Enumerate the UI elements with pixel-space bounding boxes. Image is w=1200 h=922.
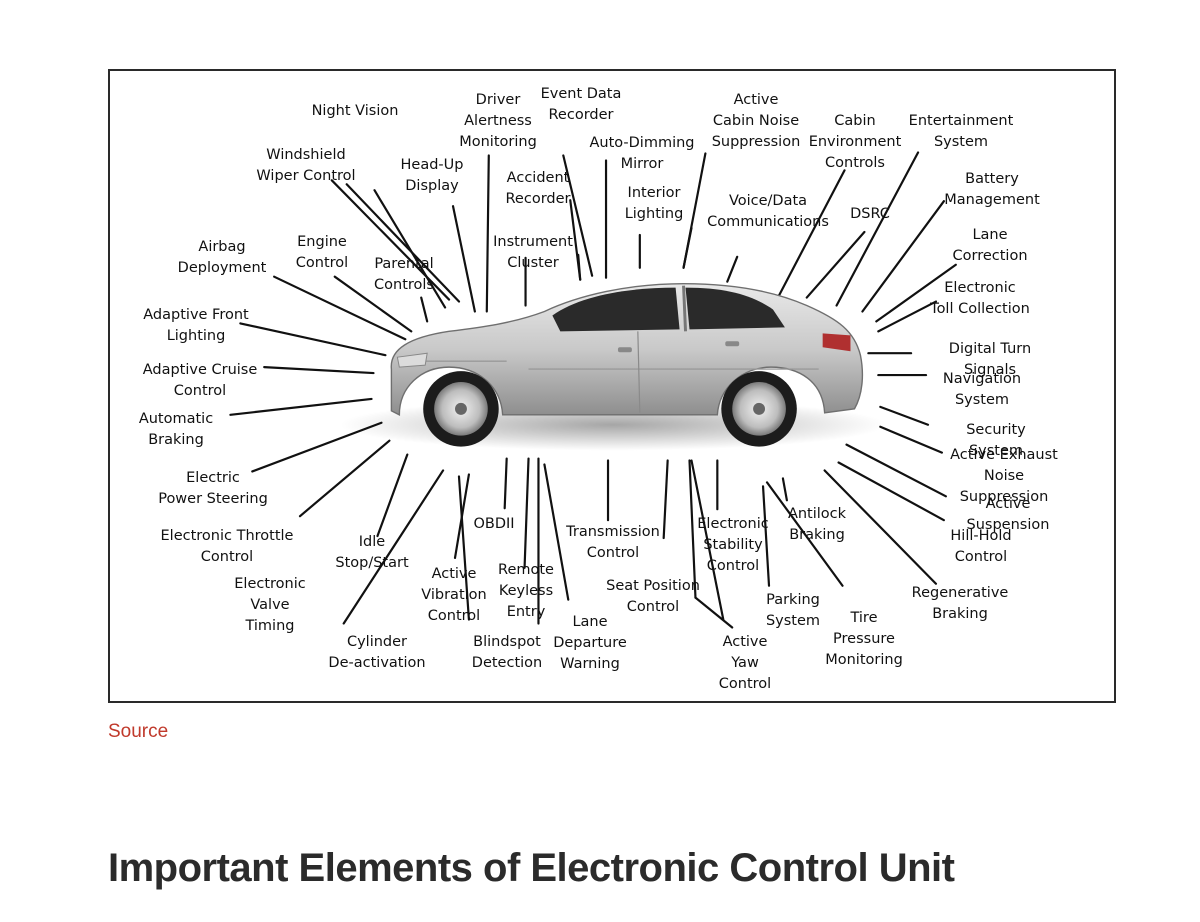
label-active-vibration-control: Active Vibration Control [421, 566, 487, 624]
car-and-leader-lines [229, 151, 957, 629]
label-airbag-deployment: Airbag Deployment [177, 239, 267, 276]
label-navigation-system: Navigation System [942, 371, 1022, 408]
source-link[interactable]: Source [108, 721, 169, 742]
label-cylinder-de-activation: Cylinder De-activation [328, 634, 426, 671]
label-driver-alertness-monitoring: Driver Alertness Monitoring [459, 92, 537, 150]
label-digital-turn-signals: Digital Turn Signals [948, 341, 1032, 378]
label-battery-management: Battery Management [944, 171, 1040, 208]
label-idle-stop-start: Idle Stop/Start [335, 534, 409, 571]
label-active-suspension: Active Suspension [966, 496, 1050, 533]
label-cabin-environment-controls: Cabin Environment Controls [808, 113, 902, 171]
label-hill-hold-control: Hill-Hold Control [950, 528, 1012, 565]
label-electronic-stability-control: Electronic Stability Control [697, 516, 769, 574]
label-parking-system: Parking System [765, 592, 821, 629]
label-electronic-toll-collection: Electronic Toll Collection [930, 280, 1030, 317]
label-entertainment-system: Entertainment System [908, 113, 1014, 150]
label-active-exhaust-noise-suppression: Active Exhaust Noise Suppression [950, 447, 1058, 505]
label-lane-correction: Lane Correction [952, 227, 1028, 264]
label-dsrc: DSRC [850, 206, 890, 222]
label-lane-departure-warning: Lane Departure Warning [553, 614, 627, 672]
leader-lines [229, 151, 957, 629]
label-transmission-control: Transmission Control [566, 524, 660, 561]
label-voice-data-communications: Voice/Data Communications [707, 193, 829, 230]
car-illustration [339, 282, 887, 451]
label-engine-control: Engine Control [295, 234, 349, 271]
label-adaptive-front-lighting: Adaptive Front Lighting [143, 307, 249, 344]
label-regenerative-braking: Regenerative Braking [911, 585, 1009, 622]
label-windshield-wiper-control: Windshield Wiper Control [256, 147, 356, 184]
label-instrument-cluster: Instrument Cluster [493, 234, 573, 271]
label-night-vision: Night Vision [311, 103, 399, 119]
label-active-yaw-control: Active Yaw Control [718, 634, 772, 692]
page-title: Important Elements of Electronic Control… [108, 846, 955, 890]
label-electronic-valve-timing: Electronic Valve Timing [234, 576, 306, 634]
label-blindspot-detection: Blindspot Detection [471, 634, 543, 671]
label-seat-position-control: Seat Position Control [606, 578, 700, 615]
label-auto-dimming-mirror: Auto-Dimming Mirror [589, 135, 695, 172]
label-active-cabin-noise-suppression: Active Cabin Noise Suppression [711, 92, 801, 150]
label-head-up-display: Head-Up Display [400, 157, 464, 194]
label-electric-power-steering: Electric Power Steering [158, 470, 268, 507]
label-antilock-braking: Antilock Braking [787, 506, 847, 543]
label-tire-pressure-monitoring: Tire Pressure Monitoring [825, 610, 903, 668]
label-security-system: Security System [966, 422, 1026, 459]
label-interior-lighting: Interior Lighting [624, 185, 684, 222]
label-parental-controls: Parental Controls [374, 256, 434, 293]
label-adaptive-cruise-control: Adaptive Cruise Control [142, 362, 258, 399]
label-event-data-recorder: Event Data Recorder [540, 86, 622, 123]
label-accident-recorder: Accident Recorder [505, 170, 571, 207]
label-remote-keyless-entry: Remote Keyless Entry [498, 562, 554, 620]
label-automatic-braking: Automatic Braking [138, 411, 214, 448]
ecu-diagram: Night Vision Driver Alertness Monitoring… [108, 69, 1116, 703]
label-electronic-throttle-control: Electronic Throttle Control [160, 528, 294, 565]
label-obdii: OBDII [473, 516, 515, 532]
